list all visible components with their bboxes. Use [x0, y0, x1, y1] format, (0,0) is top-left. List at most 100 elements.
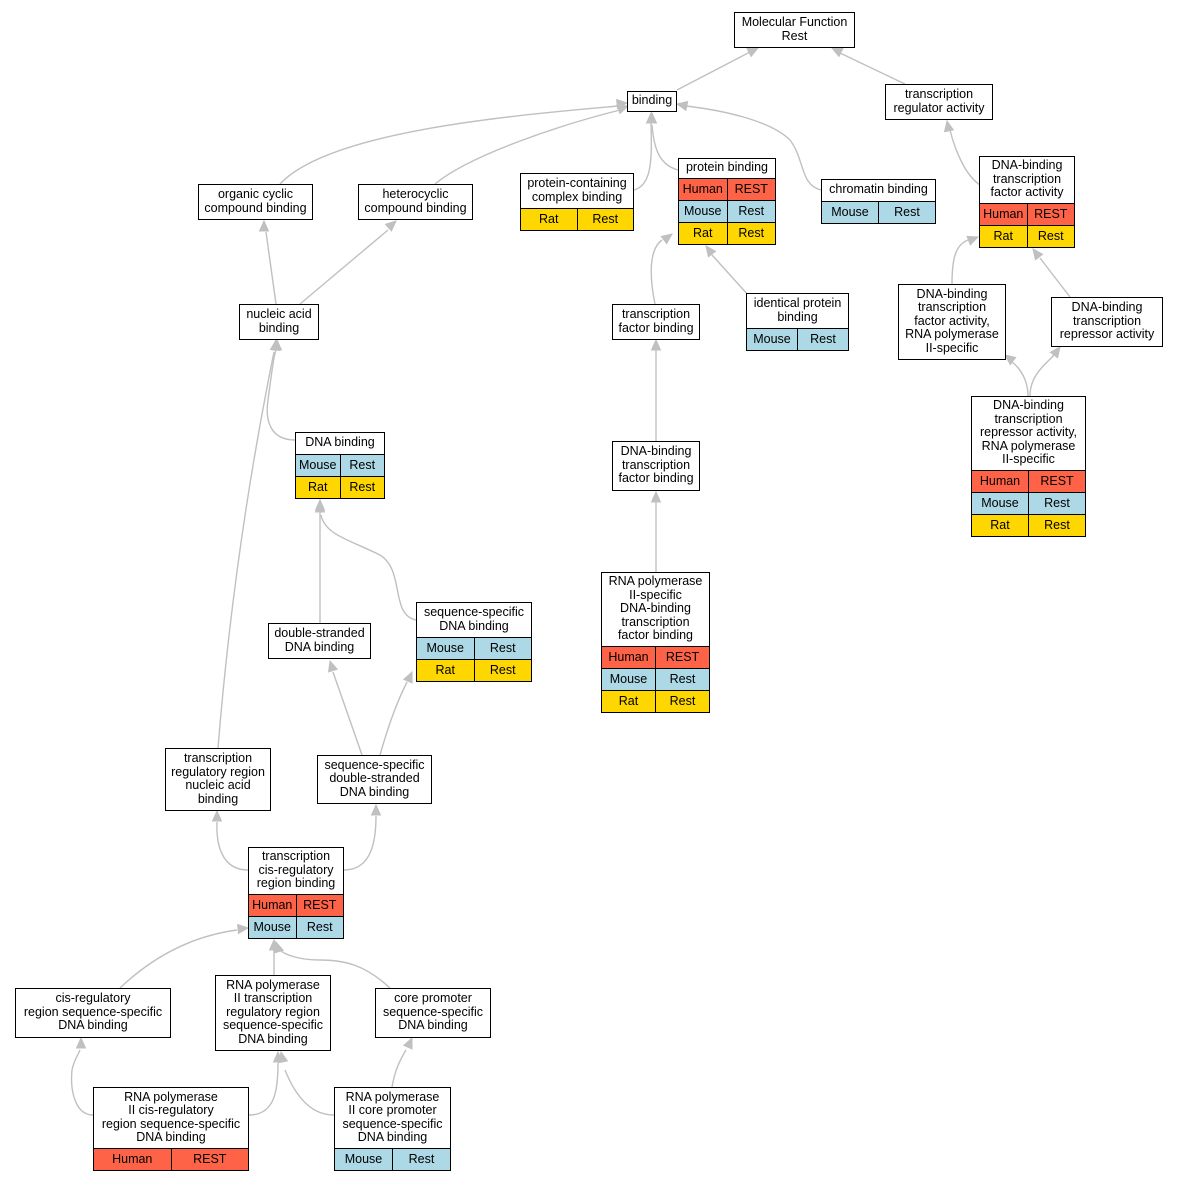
gene-symbol: Rest [339, 455, 385, 476]
node-transcription-cis-regulatory-region-binding[interactable]: transcription cis-regulatory region bind… [248, 847, 344, 939]
node-sequence-specific-double-stranded-dna-binding[interactable]: sequence-specific double-stranded DNA bi… [317, 755, 432, 804]
edge-dna-binding-to-nucleic-acid [266, 349, 296, 441]
species-name: Human [682, 182, 723, 196]
edge-protein-binding-to-binding [651, 124, 679, 171]
edge-seq-specific-ds-to-double-stranded [332, 671, 363, 756]
node-transcription-regulator-activity[interactable]: transcription regulator activity [885, 84, 993, 120]
edge-rnap2-cis-to-cis-regulatory-seq [70, 1049, 94, 1116]
species-name: Rat [308, 480, 328, 494]
gene-symbol: Rest [878, 202, 935, 223]
node-label: DNA-binding transcription factor activit… [990, 158, 1064, 200]
node-organic-cyclic-compound-binding[interactable]: organic cyclic compound binding [198, 184, 313, 220]
node-dna-binding-tf-binding[interactable]: DNA-binding transcription factor binding [612, 441, 700, 491]
gene-symbol: Rest [797, 329, 848, 350]
node-rnap2-transcription-regulatory-region-dna-binding[interactable]: RNA polymerase II transcription regulato… [215, 975, 331, 1051]
node-label: double-stranded DNA binding [274, 626, 365, 654]
node-heterocyclic-compound-binding[interactable]: heterocyclic compound binding [358, 184, 473, 220]
species-name: Rat [993, 229, 1013, 243]
species-name: Human [979, 474, 1021, 488]
edge-identical-protein-to-protein-binding [711, 254, 750, 297]
node-label: identical protein binding [753, 296, 842, 324]
edge-transcription-regulator-to-molecular-function [839, 52, 906, 85]
arrowhead-rnap2-core-to-core-promoter [402, 1036, 413, 1050]
species-name: Human [608, 650, 649, 664]
gene-symbol: REST [726, 179, 776, 200]
edge-tf-binding-to-protein-binding [650, 239, 663, 305]
arrowhead-dna-binding-tf-activity-to-regulator [943, 119, 955, 133]
species-name: Rat [618, 694, 639, 708]
node-double-stranded-dna-binding[interactable]: double-stranded DNA binding [268, 623, 371, 659]
edge-cis-regulatory-region-to-seq-specific-ds [343, 815, 377, 871]
edge-nucleic-acid-to-organic-cyclic [265, 231, 277, 305]
node-cis-regulatory-region-sequence-specific-dna-binding[interactable]: cis-regulatory region sequence-specific … [15, 988, 171, 1038]
node-label: Molecular Function Rest [741, 15, 848, 43]
species-name: Rat [693, 226, 713, 240]
arrowhead-nucleic-acid-to-heterocyclic [384, 220, 397, 232]
node-label: protein binding [685, 160, 768, 175]
node-label: DNA-binding transcription repressor acti… [1059, 300, 1155, 342]
edge-cis-regulatory-region-to-transcription-regulatory [216, 821, 249, 871]
species-row-human: Human REST [94, 1148, 248, 1170]
gene-symbol: REST [1028, 471, 1085, 492]
node-label: cis-regulatory region sequence-specific … [23, 991, 163, 1033]
node-rnap2-specific-dna-binding-tf-binding[interactable]: RNA polymerase II-specific DNA-binding t… [601, 572, 710, 713]
edge-nucleic-acid-to-heterocyclic [299, 229, 389, 305]
arrowhead-transcription-regulator-to-molecular-function [830, 47, 844, 58]
node-rnap2-cis-regulatory-region-dna-binding[interactable]: RNA polymerase II cis-regulatory region … [93, 1087, 249, 1171]
edge-sequence-specific-to-dna-binding [320, 514, 417, 621]
node-label: nucleic acid binding [246, 307, 312, 335]
gene-symbol: REST [1026, 204, 1075, 225]
gene-symbol: Rest [726, 223, 776, 244]
arrowhead-identical-protein-to-protein-binding [705, 245, 717, 258]
node-dna-binding-repressor-activity-rnap2[interactable]: DNA-binding transcription repressor acti… [971, 396, 1086, 537]
gene-symbol: REST [295, 895, 344, 916]
gene-symbol: Rest [726, 201, 776, 222]
node-dna-binding-repressor-activity[interactable]: DNA-binding transcription repressor acti… [1051, 297, 1163, 347]
node-label: transcription regulatory region nucleic … [171, 751, 265, 806]
gene-symbol: Rest [655, 669, 709, 690]
arrowhead-rnap2-repressor-to-repressor-activity [1049, 346, 1061, 359]
arrowhead-rnap2-core-to-rnap2-regulatory [277, 1050, 289, 1064]
edge-rnap2-repressor-to-rnap2-tf-activity [1011, 361, 1029, 397]
edge-cis-regulatory-seq-to-cis-regulatory-region [119, 929, 238, 989]
node-dna-binding-tf-activity-rnap2[interactable]: DNA-binding transcription factor activit… [898, 284, 1006, 360]
node-transcription-regulatory-region-nucleic-acid-binding[interactable]: transcription regulatory region nucleic … [165, 748, 271, 811]
node-dna-binding-tf-activity[interactable]: DNA-binding transcription factor activit… [979, 156, 1075, 248]
node-label: DNA-binding transcription repressor acti… [979, 398, 1077, 467]
arrowhead-heterocyclic-to-binding [616, 104, 630, 115]
node-label: RNA polymerase II-specific DNA-binding t… [608, 574, 703, 643]
arrowhead-rnap2-tf-activity-to-tf-activity [966, 235, 980, 246]
node-core-promoter-sequence-specific-dna-binding[interactable]: core promoter sequence-specific DNA bind… [375, 988, 491, 1038]
arrowhead-seq-specific-ds-to-double-stranded [327, 659, 339, 673]
species-name: Human [112, 1152, 153, 1166]
node-nucleic-acid-binding[interactable]: nucleic acid binding [239, 304, 319, 340]
node-label: heterocyclic compound binding [364, 187, 467, 215]
edge-protein-complex-to-binding [633, 121, 653, 191]
node-label: RNA polymerase II transcription regulato… [222, 977, 324, 1046]
species-name: Mouse [609, 672, 648, 686]
node-label: binding [631, 93, 673, 108]
gene-symbol: Rest [1028, 493, 1085, 514]
species-name: Mouse [683, 204, 722, 218]
node-label: organic cyclic compound binding [204, 187, 307, 215]
node-transcription-factor-binding[interactable]: transcription factor binding [612, 304, 700, 340]
arrowhead-sequence-specific-to-dna-binding [314, 500, 326, 513]
node-molecular-function[interactable]: Molecular Function Rest [734, 12, 855, 48]
node-binding[interactable]: binding [627, 91, 677, 112]
gene-symbol: REST [170, 1149, 249, 1170]
node-rnap2-core-promoter-dna-binding[interactable]: RNA polymerase II core promoter sequence… [334, 1087, 451, 1171]
gene-symbol: Rest [295, 917, 344, 938]
